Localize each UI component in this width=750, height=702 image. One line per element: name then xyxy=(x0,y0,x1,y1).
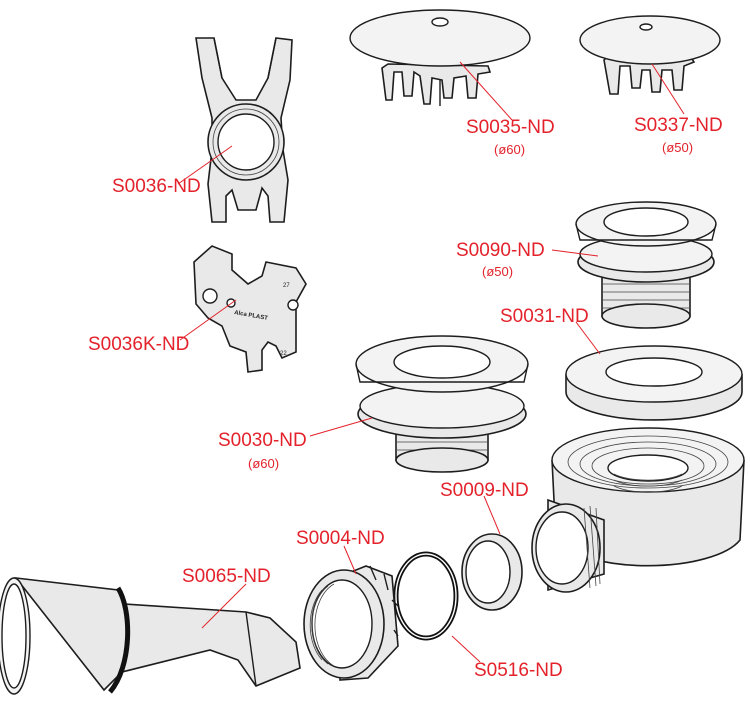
wrench-brand: Alca PLAST xyxy=(234,310,269,322)
part-label-s0030-nd: S0030-ND xyxy=(218,430,307,451)
outlet-s0030-drawing xyxy=(355,335,529,473)
trap-body-drawing xyxy=(531,427,745,593)
part-size-s0090-nd: (ø50) xyxy=(482,264,513,279)
gasket-s0009-drawing xyxy=(461,533,523,611)
part-size-s0035-nd: (ø60) xyxy=(494,142,525,157)
part-label-s0337-nd: S0337-ND xyxy=(634,115,723,136)
cover-s0337-drawing xyxy=(579,15,721,95)
part-label-s0004-nd: S0004-ND xyxy=(296,528,385,549)
wrench-s0036k-drawing: Alca PLAST 27 22 xyxy=(193,245,307,373)
key-s0036-drawing xyxy=(195,37,293,223)
part-label-s0516-nd: S0516-ND xyxy=(474,660,563,681)
part-label-s0065-nd: S0065-ND xyxy=(182,566,271,587)
leader-lines xyxy=(177,61,685,663)
pipe-s0065-drawing xyxy=(0,576,301,695)
outlet-s0090-drawing xyxy=(575,201,717,329)
part-size-s0337-nd: (ø50) xyxy=(662,140,693,155)
part-label-s0036k-nd: S0036K-ND xyxy=(88,334,189,355)
part-label-s0090-nd: S0090-ND xyxy=(456,240,545,261)
oring-s0516-drawing xyxy=(393,551,459,641)
part-label-s0031-nd: S0031-ND xyxy=(500,306,589,327)
part-label-s0036-nd: S0036-ND xyxy=(112,176,201,197)
part-label-s0035-nd: S0035-ND xyxy=(466,117,555,138)
wrench-size-mark: 22 xyxy=(280,351,287,357)
ring-s0031-drawing xyxy=(565,345,743,421)
part-size-s0030-nd: (ø60) xyxy=(248,456,279,471)
cover-s0035-drawing xyxy=(349,9,531,106)
wrench-size-mark: 27 xyxy=(283,283,290,289)
nut-s0004-drawing xyxy=(303,565,399,681)
part-label-s0009-nd: S0009-ND xyxy=(440,480,529,501)
